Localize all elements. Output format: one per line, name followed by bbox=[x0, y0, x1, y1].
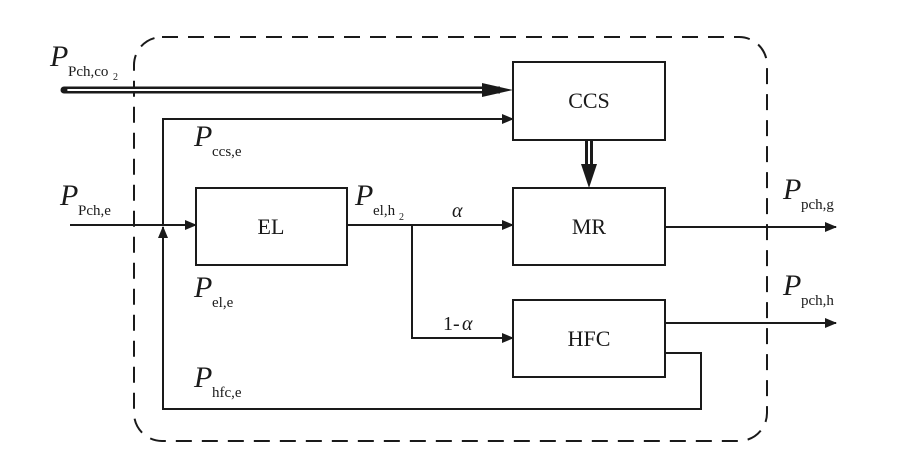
label-p-hfc-e: P hfc,e bbox=[193, 361, 242, 401]
svg-text:2: 2 bbox=[399, 212, 404, 223]
ccs-power-line bbox=[162, 114, 514, 225]
svg-text:el,e: el,e bbox=[212, 295, 234, 311]
svg-text:hfc,e: hfc,e bbox=[212, 385, 242, 401]
svg-text:Pch,co: Pch,co bbox=[68, 64, 108, 80]
label-p-pch-g: P pch,g bbox=[782, 173, 834, 213]
svg-text:P: P bbox=[193, 120, 212, 153]
label-p-pch-e: P Pch,e bbox=[59, 179, 111, 219]
co2-input-arrow bbox=[60, 83, 513, 97]
ccs-label: CCS bbox=[568, 88, 610, 113]
svg-text:Pch,e: Pch,e bbox=[78, 203, 111, 219]
label-p-pch-h: P pch,h bbox=[782, 269, 834, 309]
label-alpha: α bbox=[452, 200, 463, 222]
svg-text:P: P bbox=[59, 179, 78, 212]
svg-text:el,h: el,h bbox=[373, 203, 396, 219]
svg-text:α: α bbox=[462, 313, 473, 335]
ccs-block: CCS bbox=[512, 61, 666, 141]
ccs-to-mr-arrow bbox=[581, 140, 597, 188]
label-p-pch-co2: P Pch,co 2 bbox=[49, 40, 118, 83]
label-p-el-e: P el,e bbox=[193, 271, 234, 311]
hfc-feedback-line bbox=[158, 226, 702, 410]
mr-block: MR bbox=[512, 187, 666, 266]
hfc-label: HFC bbox=[568, 326, 611, 351]
system-boundary bbox=[133, 36, 768, 442]
svg-text:pch,g: pch,g bbox=[801, 197, 834, 213]
svg-text:P: P bbox=[193, 271, 212, 304]
label-one-minus-alpha: 1- α bbox=[443, 313, 473, 335]
el-label: EL bbox=[258, 214, 285, 239]
label-p-ccs-e: P ccs,e bbox=[193, 120, 242, 160]
svg-text:P: P bbox=[193, 361, 212, 394]
svg-text:P: P bbox=[782, 269, 801, 302]
svg-text:2: 2 bbox=[113, 72, 118, 83]
svg-text:ccs,e: ccs,e bbox=[212, 144, 242, 160]
hfc-block: HFC bbox=[512, 299, 666, 378]
svg-text:P: P bbox=[782, 173, 801, 206]
mr-label: MR bbox=[572, 214, 607, 239]
svg-text:pch,h: pch,h bbox=[801, 293, 834, 309]
branch-to-hfc-line bbox=[411, 225, 514, 343]
el-block: EL bbox=[195, 187, 348, 266]
svg-text:1-: 1- bbox=[443, 313, 460, 335]
svg-text:P: P bbox=[354, 179, 373, 212]
label-p-el-h2: P el,h 2 bbox=[354, 179, 404, 223]
svg-text:P: P bbox=[49, 40, 68, 73]
